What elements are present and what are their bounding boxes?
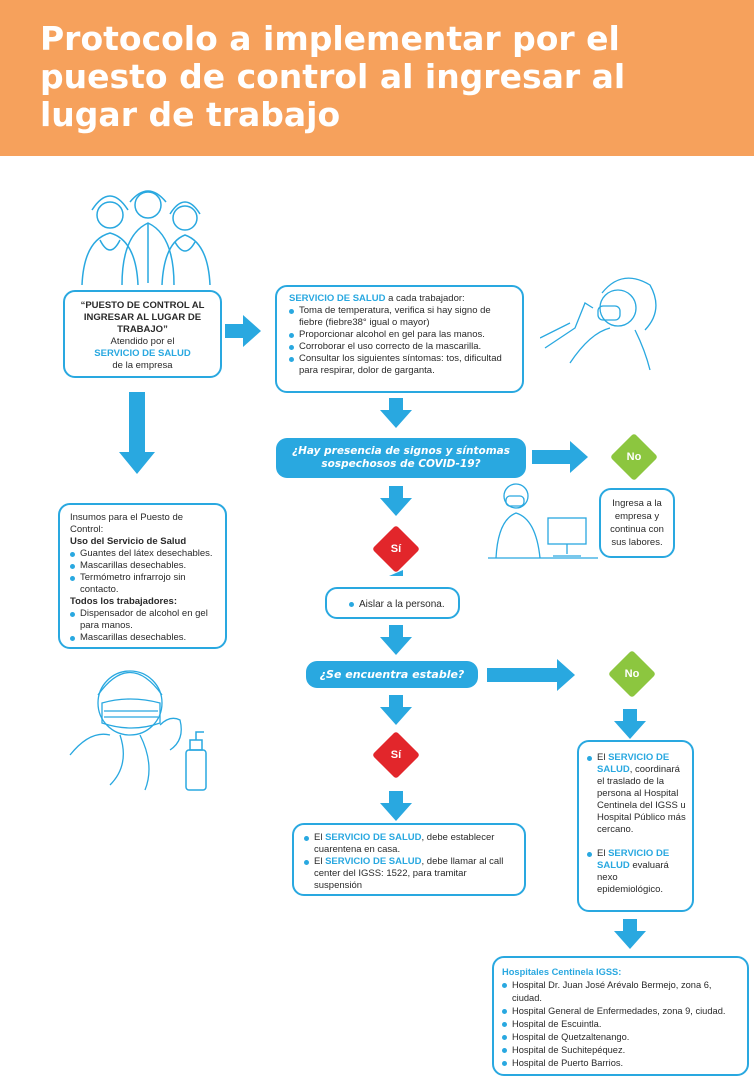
servicio-salud-box: SERVICIO DE SALUD a cada trabajador: Tom…	[275, 285, 524, 393]
traslado-a-pre: El	[597, 752, 609, 763]
insumos-item: Guantes del látex desechables.	[70, 548, 217, 560]
servicio-item: Proporcionar alcohol en gel para las man…	[289, 329, 512, 341]
decision-si-2-label: Sí	[390, 749, 402, 761]
insumos-item: Termómetro infrarrojo sin contacto.	[70, 572, 217, 596]
question-estable: ¿Se encuentra estable?	[306, 661, 478, 688]
cuarentena-b-rest: , debe llamar al call center del IGSS: 1…	[314, 856, 504, 891]
cuarentena-item-a: El SERVICIO DE SALUD, debe establecer cu…	[304, 832, 516, 856]
arrow-right-q1	[532, 441, 588, 473]
servicio-list: Toma de temperatura, verifica si hay sig…	[289, 305, 512, 377]
q1-line-2: sospechosos de COVID-19?	[321, 458, 481, 470]
insumos-list-2: Dispensador de alcohol en gel para manos…	[70, 608, 217, 644]
hospital-item: Hospital de Quetzaltenango.	[502, 1031, 741, 1044]
hospital-item: Hospital Dr. Juan José Arévalo Bermejo, …	[502, 979, 741, 1005]
cuarentena-a-pre: El	[314, 832, 326, 843]
aislar-list: Aislar a la persona.	[349, 598, 458, 611]
hospitales-list: Hospital Dr. Juan José Arévalo Bermejo, …	[502, 979, 741, 1070]
traslado-a-rest: , coordinará el traslado de la persona a…	[597, 764, 686, 835]
hospitales-box: Hospitales Centinela IGSS: Hospital Dr. …	[492, 956, 749, 1076]
cuarentena-box: El SERVICIO DE SALUD, debe establecer cu…	[292, 823, 526, 896]
page-title: Protocolo a implementar por el puesto de…	[40, 19, 626, 134]
insumos-intro: Insumos para el Puesto de Control:	[70, 512, 184, 535]
traslado-b-rest: evaluará nexo epidemiológico.	[597, 860, 669, 895]
puesto-line-4: SERVICIO DE SALUD	[94, 348, 191, 359]
insumos-group-2: Todos los trabajadores:	[70, 596, 177, 607]
office-worker-illustration	[488, 483, 598, 559]
traslado-b-pre: El	[597, 848, 609, 859]
arrow-down-q1	[380, 486, 412, 516]
decision-no-2: No	[607, 649, 657, 699]
traslado-item-b: El SERVICIO DE SALUD evaluará nexo epide…	[587, 848, 686, 896]
aislar-item: Aislar a la persona.	[349, 598, 458, 611]
cuarentena-list: El SERVICIO DE SALUD, debe establecer cu…	[304, 832, 516, 892]
hospital-item: Hospital General de Enfermedades, zona 9…	[502, 1005, 741, 1018]
ingresa-text: Ingresa a la empresa y continua con sus …	[610, 498, 664, 548]
insumos-item: Mascarillas desechables.	[70, 632, 217, 644]
q2-text: ¿Se encuentra estable?	[319, 668, 465, 681]
cuarentena-a-rest: , debe establecer cuarentena en casa.	[314, 832, 495, 855]
servicio-heading: SERVICIO DE SALUD a cada trabajador:	[289, 293, 512, 305]
insumos-item: Dispensador de alcohol en gel para manos…	[70, 608, 217, 632]
insumos-group-1: Uso del Servicio de Salud	[70, 536, 187, 547]
insumos-box: Insumos para el Puesto de Control: Uso d…	[58, 503, 227, 649]
header-banner	[0, 0, 754, 156]
puesto-line-2: INGRESAR AL LUGAR DE TRABAJO”	[83, 312, 202, 335]
arrow-down-traslado	[614, 919, 646, 949]
traslado-list: El SERVICIO DE SALUD, coordinará el tras…	[587, 752, 686, 896]
hospital-item: Hospital de Puerto Barrios.	[502, 1057, 741, 1070]
hospital-item: Hospital de Escuintla.	[502, 1018, 741, 1031]
question-covid-symptoms: ¿Hay presencia de signos y síntomas sosp…	[276, 438, 526, 478]
insumos-list-1: Guantes del látex desechables. Mascarill…	[70, 548, 217, 596]
arrow-down-q2	[380, 695, 412, 725]
puesto-line-5: de la empresa	[112, 360, 173, 371]
decision-no-1: No	[609, 432, 659, 482]
traslado-b-bold: SERVICIO DE SALUD	[597, 848, 670, 871]
servicio-item: Toma de temperatura, verifica si hay sig…	[289, 305, 512, 329]
servicio-heading-rest: a cada trabajador:	[385, 293, 465, 304]
hospitales-heading: Hospitales Centinela IGSS:	[502, 967, 622, 977]
arrow-down-servicio	[380, 398, 412, 428]
traslado-item-a: El SERVICIO DE SALUD, coordinará el tras…	[587, 752, 686, 836]
puesto-line-3: Atendido por el	[110, 336, 175, 347]
mask-and-sanitizer-illustration	[69, 670, 207, 791]
decision-no-2-label: No	[624, 668, 640, 680]
puesto-line-1: “PUESTO DE CONTROL AL	[80, 300, 205, 311]
servicio-heading-bold: SERVICIO DE SALUD	[289, 293, 386, 304]
arrow-down-insumos	[119, 392, 155, 474]
servicio-item: Corroborar el uso correcto de la mascari…	[289, 341, 512, 353]
q1-line-1: ¿Hay presencia de signos y síntomas	[292, 445, 510, 457]
arrow-down-no2	[614, 709, 646, 739]
decision-si-1: Sí	[371, 524, 421, 574]
traslado-box: El SERVICIO DE SALUD, coordinará el tras…	[577, 740, 694, 912]
arrow-down-si1	[389, 570, 403, 576]
cuarentena-b-pre: El	[314, 856, 326, 867]
aislar-box: Aislar a la persona.	[325, 587, 460, 619]
puesto-control-box: “PUESTO DE CONTROL AL INGRESAR AL LUGAR …	[63, 290, 222, 378]
cuarentena-b-bold: SERVICIO DE SALUD	[325, 856, 422, 867]
health-workers-illustration	[81, 190, 211, 286]
temperature-check-illustration	[540, 277, 657, 371]
arrow-right-q2	[487, 659, 575, 691]
traslado-a-bold: SERVICIO DE SALUD	[597, 752, 670, 775]
arrow-right-puesto	[225, 315, 261, 347]
decision-no-1-label: No	[626, 451, 642, 463]
cuarentena-item-b: El SERVICIO DE SALUD, debe llamar al cal…	[304, 856, 516, 892]
hospital-item: Hospital de Suchitepéquez.	[502, 1044, 741, 1057]
decision-si-1-label: Sí	[390, 543, 402, 555]
arrow-down-si2	[380, 791, 412, 821]
ingresa-box: Ingresa a la empresa y continua con sus …	[599, 488, 675, 558]
arrow-down-aislar	[380, 625, 412, 655]
decision-si-2: Sí	[371, 730, 421, 780]
cuarentena-a-bold: SERVICIO DE SALUD	[325, 832, 422, 843]
insumos-item: Mascarillas desechables.	[70, 560, 217, 572]
servicio-item: Consultar los siguientes síntomas: tos, …	[289, 353, 512, 377]
